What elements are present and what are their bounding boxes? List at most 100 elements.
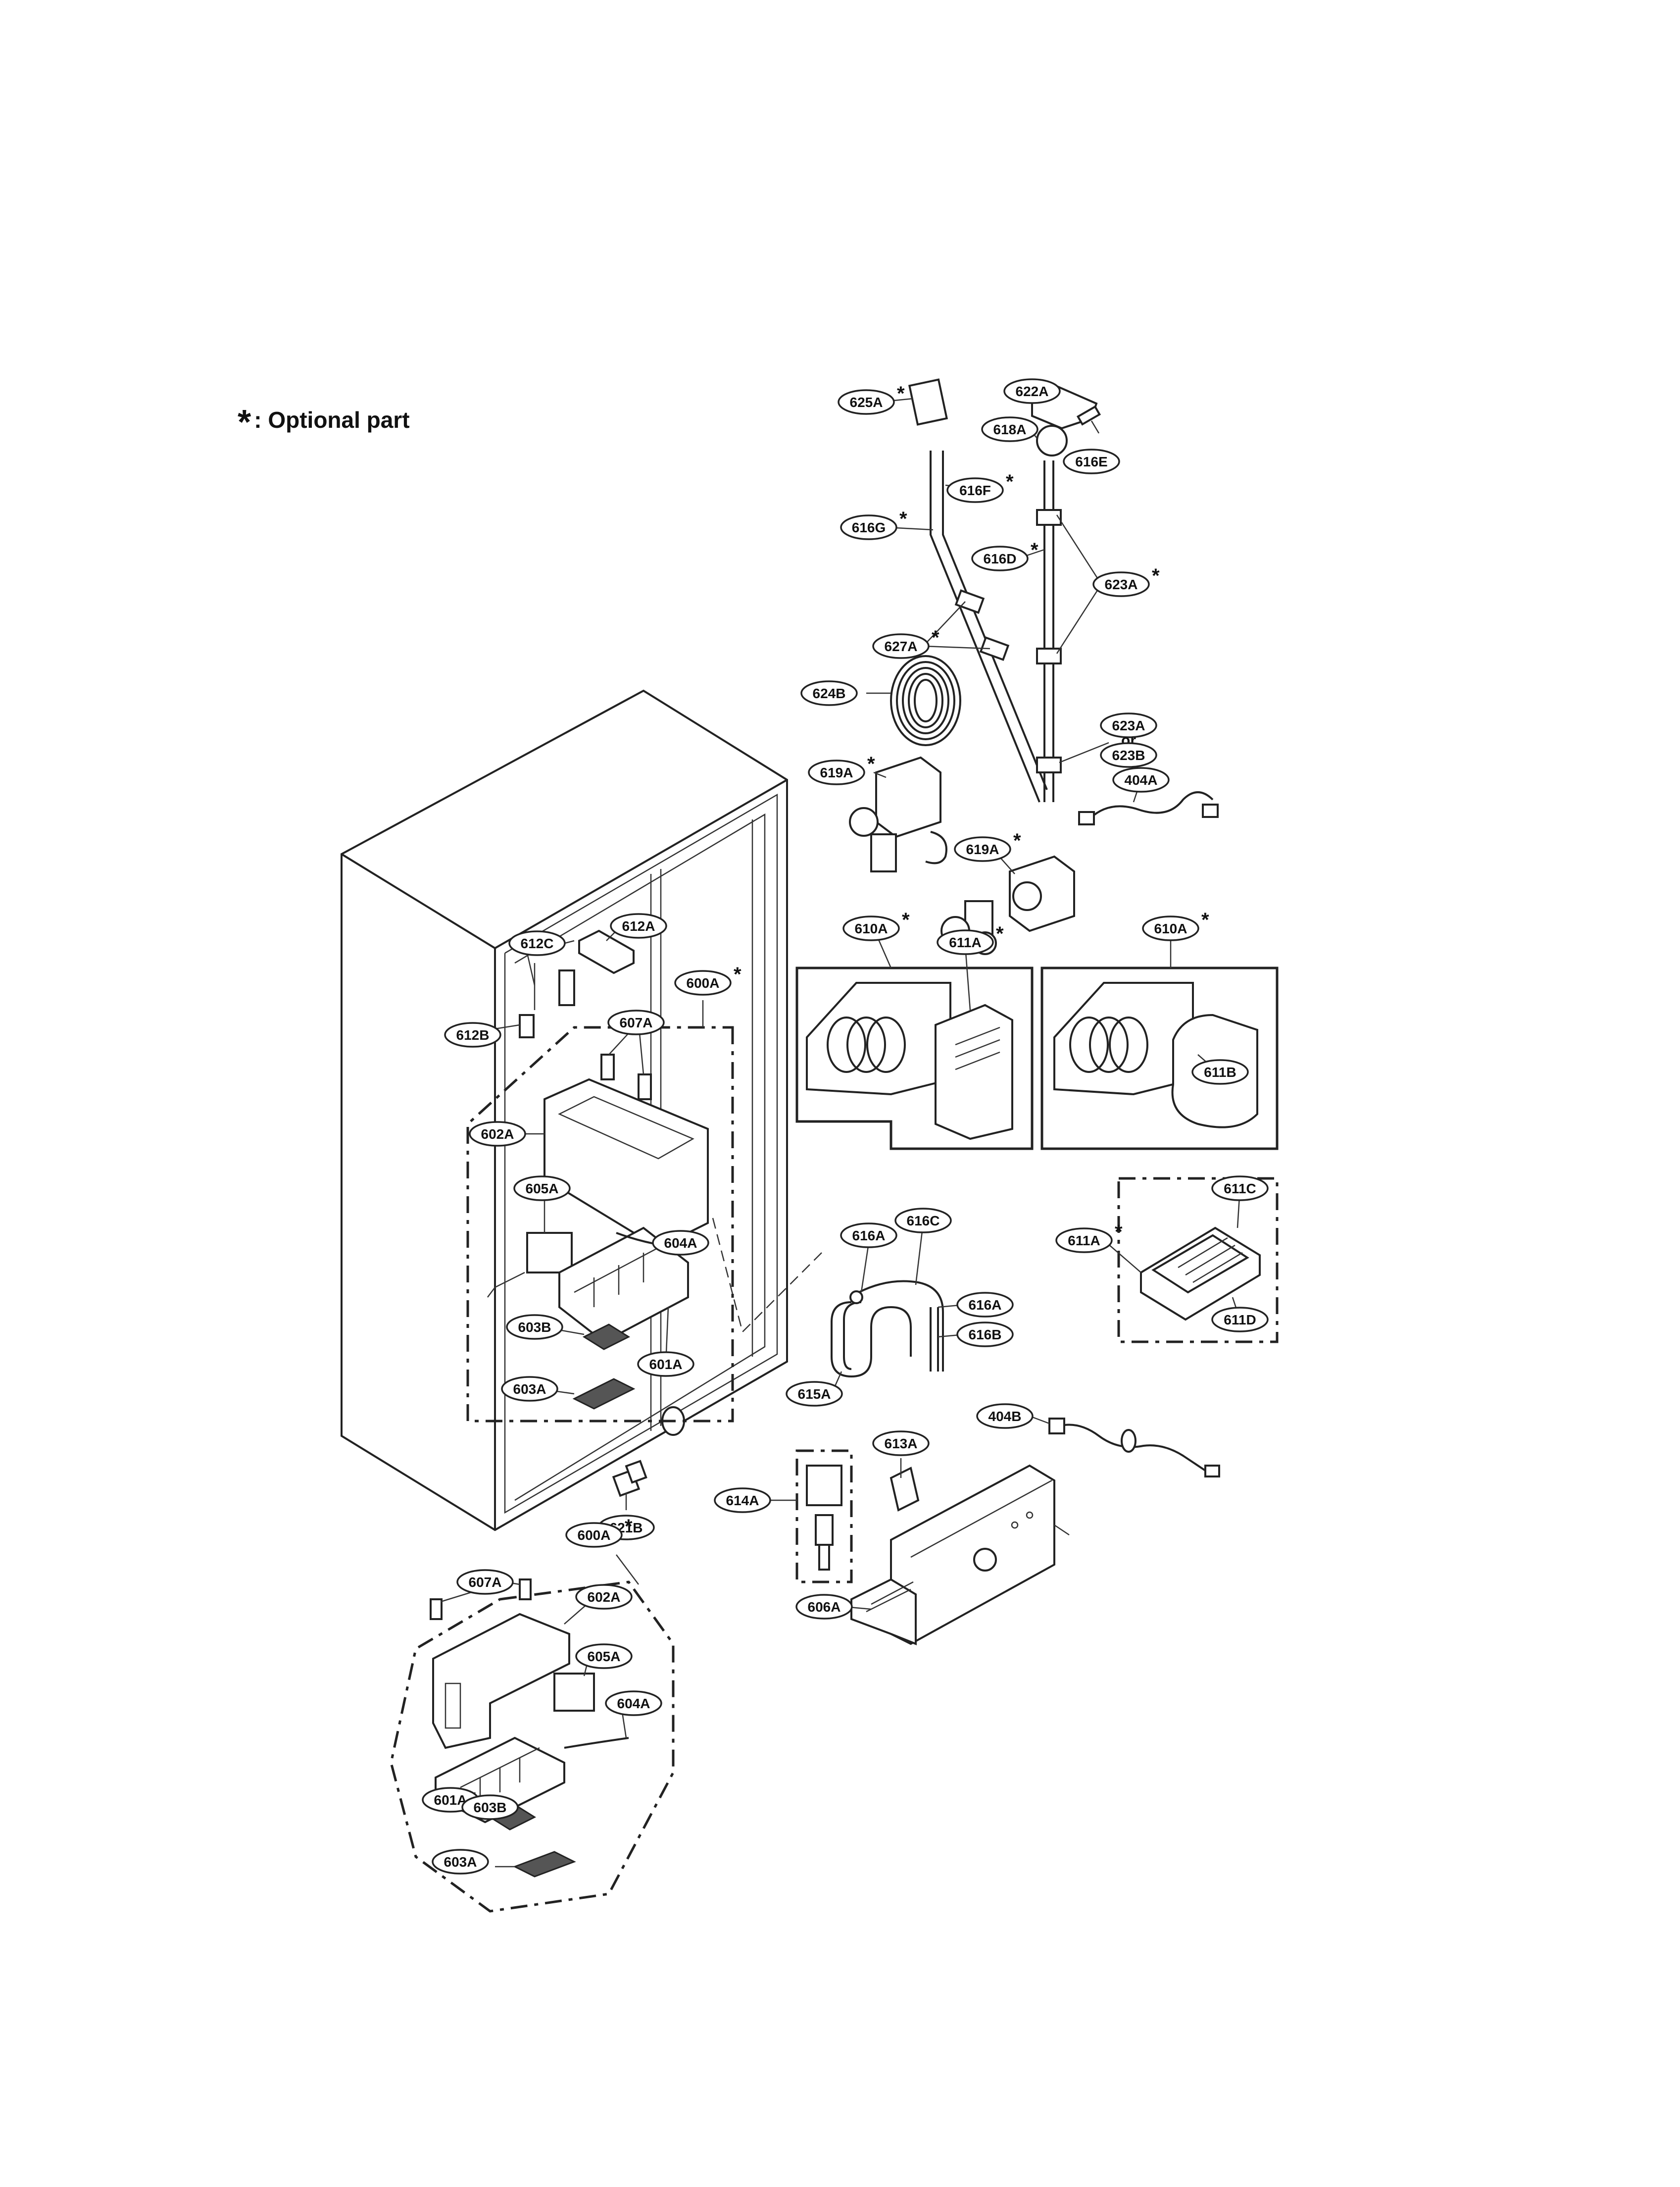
optional-star-icon: * xyxy=(899,508,907,530)
optional-star-icon: * xyxy=(867,753,875,775)
lbl-603B-1: 603B xyxy=(506,1314,563,1340)
part-number-text: 404B xyxy=(988,1409,1022,1424)
mounting-brackets xyxy=(519,929,635,1038)
optional-star-icon: * xyxy=(932,627,939,649)
optional-part-legend: *: Optional part xyxy=(238,396,410,441)
lbl-616E: 616E xyxy=(1063,449,1120,474)
label-oval xyxy=(461,1794,519,1820)
lbl-623B: 623B xyxy=(1100,742,1157,768)
lbl-612C: 612C xyxy=(508,930,566,956)
part-number-text: 623A xyxy=(1105,577,1138,592)
part-number-labels: 625A*622A618A616E616F*616G*616D*623A*627… xyxy=(422,378,1269,1875)
lbl-612A: 612A xyxy=(610,913,667,939)
optional-part-text: : Optional part xyxy=(254,407,410,433)
lbl-616G: 616G * xyxy=(840,508,907,540)
ice-bin-1 xyxy=(806,982,1013,1140)
part-number-text: 625A xyxy=(850,395,883,410)
label-oval xyxy=(605,1690,662,1716)
lbl-603A-1: 603A xyxy=(501,1376,558,1402)
label-oval xyxy=(971,546,1029,571)
lbl-607A-1: 607A xyxy=(607,1010,665,1035)
lbl-611C: 611C xyxy=(1211,1175,1269,1201)
lbl-605A-1: 605A xyxy=(513,1175,571,1201)
lbl-602A-2: 602A xyxy=(575,1584,633,1610)
water-tube-assembly xyxy=(908,378,1101,803)
optional-star-icon: * xyxy=(996,923,1004,945)
label-oval xyxy=(565,1522,623,1548)
part-number-text: 624B xyxy=(813,686,846,701)
lbl-623A-top: 623A* xyxy=(1092,565,1160,597)
label-oval xyxy=(840,514,897,540)
label-oval xyxy=(956,1322,1014,1347)
label-oval xyxy=(786,1381,843,1407)
insulation-panel-box xyxy=(1117,1177,1279,1343)
label-oval xyxy=(954,836,1011,862)
part-number-text: 616B xyxy=(969,1327,1002,1342)
lbl-619A-1: 619A* xyxy=(808,753,875,785)
label-oval xyxy=(1063,449,1120,474)
part-number-text: 616G xyxy=(852,520,886,535)
coiled-tube-624b xyxy=(890,655,961,746)
lbl-616B: 616B xyxy=(956,1322,1014,1347)
label-oval xyxy=(1092,571,1150,597)
lbl-604A-2: 604A xyxy=(605,1690,662,1716)
label-oval xyxy=(1003,378,1061,404)
optional-star-icon: * xyxy=(1031,539,1038,561)
lbl-603A-2: 603A xyxy=(432,1849,489,1875)
label-oval xyxy=(610,913,667,939)
label-oval xyxy=(575,1584,633,1610)
part-number-text: 600A xyxy=(687,975,720,991)
label-oval xyxy=(894,1208,952,1233)
part-number-text: 611D xyxy=(1224,1312,1256,1327)
part-number-text: 614A xyxy=(726,1493,759,1508)
lbl-616F: 616F* xyxy=(946,471,1014,503)
lbl-625A: 625A* xyxy=(838,383,905,415)
part-number-text: 603A xyxy=(513,1381,546,1397)
part-number-text: 601A xyxy=(434,1792,467,1808)
part-number-text: 623B xyxy=(1112,748,1145,763)
lbl-603B-2: 603B xyxy=(461,1794,519,1820)
lbl-607A-2: 607A xyxy=(456,1569,514,1595)
part-number-text: 623A xyxy=(1112,718,1145,733)
part-number-text: 616D xyxy=(984,551,1017,566)
label-oval xyxy=(808,760,865,785)
lbl-616C: 616C xyxy=(894,1208,952,1233)
lbl-600A-2: 600A* xyxy=(565,1516,633,1548)
dispenser-solenoid xyxy=(806,1465,842,1571)
label-oval xyxy=(652,1230,709,1256)
optional-star-icon: * xyxy=(1013,830,1021,852)
part-number-text: 606A xyxy=(808,1599,841,1615)
lbl-606A: 606A xyxy=(795,1594,853,1620)
optional-star-icon: * xyxy=(734,964,741,985)
label-oval xyxy=(508,930,566,956)
part-number-text: 604A xyxy=(617,1696,650,1711)
lbl-404A: 404A xyxy=(1112,767,1170,793)
lbl-616A-1: 616A xyxy=(840,1222,897,1248)
lbl-622A: 622A xyxy=(1003,378,1061,404)
ice-bin-assembly-box-1 xyxy=(795,966,1034,1150)
label-oval xyxy=(956,1292,1014,1318)
label-oval xyxy=(1112,767,1170,793)
part-number-text: 611C xyxy=(1224,1181,1256,1196)
ice-maker-inner-parts xyxy=(487,1054,709,1410)
label-oval xyxy=(607,1010,665,1035)
label-oval xyxy=(842,915,900,941)
part-number-text: 618A xyxy=(993,422,1027,437)
lbl-601A-1: 601A xyxy=(637,1351,694,1377)
ice-maker-assembly-outline-lower xyxy=(390,1580,675,1913)
insulation-panel xyxy=(1140,1226,1261,1321)
lbl-602A-1: 602A xyxy=(469,1121,526,1147)
label-oval xyxy=(872,633,930,659)
part-number-text: 622A xyxy=(1016,384,1049,399)
wire-harness-404b xyxy=(1059,1424,1214,1476)
part-number-text: 613A xyxy=(885,1436,918,1451)
lbl-615A: 615A xyxy=(786,1381,843,1407)
label-oval xyxy=(795,1594,853,1620)
water-valve-1 xyxy=(849,756,947,872)
lbl-605A-2: 605A xyxy=(575,1643,633,1669)
optional-star-icon: * xyxy=(1201,909,1209,931)
label-oval xyxy=(937,929,994,955)
lbl-619A-2: 619A* xyxy=(954,830,1021,862)
lbl-611B: 611B xyxy=(1191,1059,1249,1085)
part-number-text: 605A xyxy=(526,1181,559,1196)
